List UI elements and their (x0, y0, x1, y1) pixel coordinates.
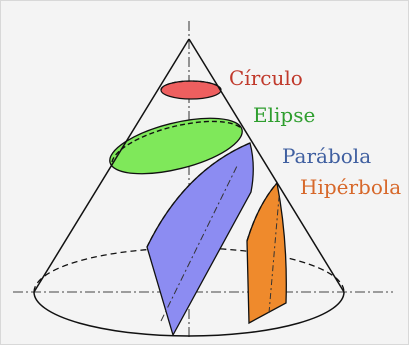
cone-base-front (33, 291, 345, 337)
ellipse-label: Elipse (253, 103, 316, 127)
circle-label: Círculo (229, 66, 303, 90)
ellipse-section (109, 117, 243, 175)
hyperbola-section-back-edge (246, 182, 278, 242)
cone-edge-right (188, 38, 345, 293)
hyperbola-label: Hipérbola (300, 175, 402, 199)
parabola-section-back-edge (146, 142, 251, 248)
hyperbola-axis (268, 196, 280, 314)
parabola-axis (160, 163, 239, 322)
hyperbola-section (246, 181, 287, 325)
parabola-label: Parábola (282, 144, 372, 168)
circle-section (160, 80, 222, 100)
cone-edge-left (33, 38, 190, 293)
ellipse-section-back-edge (111, 120, 243, 163)
